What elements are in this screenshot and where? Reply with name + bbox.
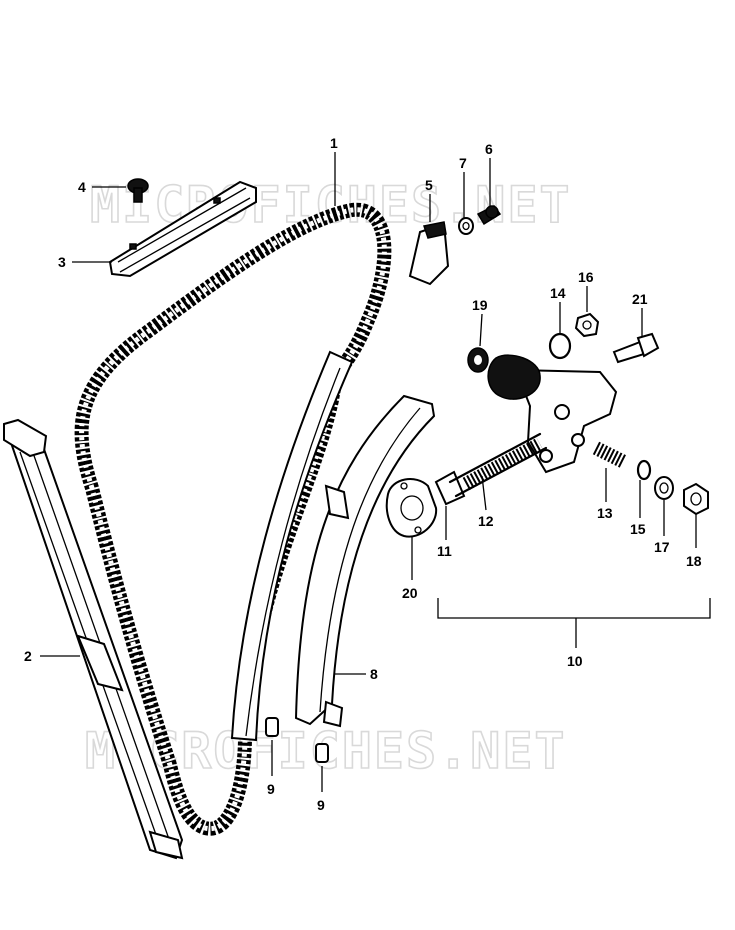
callout-6: 6	[485, 141, 493, 157]
callout-2: 2	[24, 648, 32, 664]
part-21-bolt[interactable]	[612, 332, 660, 364]
watermark-top: MICROFICHES.NET	[90, 176, 572, 234]
part-10-tensioner-body[interactable]	[487, 354, 618, 474]
chain-guide-front[interactable]	[230, 350, 354, 742]
callout-1: 1	[330, 135, 338, 151]
part-4-screw[interactable]	[127, 178, 149, 203]
part-9-bush-left[interactable]	[265, 717, 279, 737]
callout-7: 7	[459, 155, 467, 171]
callout-9-left: 9	[267, 781, 275, 797]
callout-19: 19	[472, 297, 488, 313]
part-14-o-ring[interactable]	[548, 332, 572, 360]
part-13-spring[interactable]	[592, 441, 628, 469]
callout-12: 12	[478, 513, 494, 529]
callout-10: 10	[567, 653, 583, 669]
part-17-washer[interactable]	[654, 476, 674, 500]
part-16-nut[interactable]	[574, 312, 600, 338]
part-3-chain-guide-top[interactable]	[108, 180, 257, 278]
callout-21: 21	[632, 291, 648, 307]
part-7-washer[interactable]	[458, 217, 474, 235]
callout-20: 20	[402, 585, 418, 601]
part-9-bush-right[interactable]	[315, 743, 329, 763]
callout-5: 5	[425, 177, 433, 193]
callout-9-right: 9	[317, 797, 325, 813]
part-20-gasket[interactable]	[385, 478, 438, 538]
callout-13: 13	[597, 505, 613, 521]
part-2-chain-guide-rear[interactable]	[3, 418, 184, 860]
callout-14: 14	[550, 285, 566, 301]
callout-labels: 1 2 3 4 5 6 7 8 9 9 10 11 12 13 14 15 16…	[24, 135, 702, 813]
callout-15: 15	[630, 521, 646, 537]
callout-16: 16	[578, 269, 594, 285]
part-8-chain-tensioner-guide[interactable]	[294, 394, 436, 728]
part-5-damper[interactable]	[408, 221, 450, 286]
part-19-washer[interactable]	[467, 347, 489, 373]
callout-18: 18	[686, 553, 702, 569]
part-6-bolt[interactable]	[476, 205, 502, 226]
callout-17: 17	[654, 539, 670, 555]
part-18-cap-nut[interactable]	[683, 482, 709, 516]
leader-lines	[40, 152, 711, 792]
callout-4: 4	[78, 179, 86, 195]
part-12-push-rod[interactable]	[448, 432, 548, 498]
part-15-washer[interactable]	[636, 459, 652, 481]
callout-8: 8	[370, 666, 378, 682]
callout-3: 3	[58, 254, 66, 270]
callout-11: 11	[437, 543, 452, 559]
